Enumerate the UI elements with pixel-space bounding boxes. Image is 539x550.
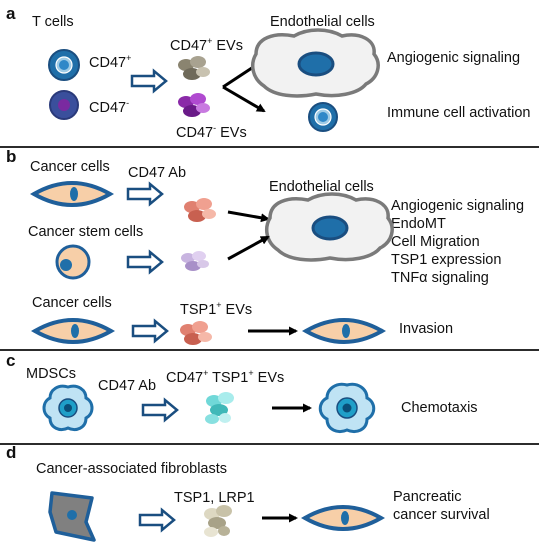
panel-a-label: a xyxy=(6,4,16,23)
chemotaxis-label: Chemotaxis xyxy=(401,400,478,416)
immune-cell xyxy=(308,102,338,132)
effect-tnf-alpha-signaling: TNFα signaling xyxy=(391,270,489,286)
t-cells-label: T cells xyxy=(32,14,74,30)
pancreatic-label-line2: cancer survival xyxy=(393,507,490,523)
divider-c-d xyxy=(0,443,539,445)
endothelial-cell-b xyxy=(264,192,394,262)
angiogenic-signaling-label-a: Angiogenic signaling xyxy=(387,50,521,66)
tsp1-positive-evs-label: TSP1+ EVs xyxy=(180,300,253,319)
cancer-stem-cells-label: Cancer stem cells xyxy=(28,224,144,240)
cd47-positive-label: CD47+ xyxy=(89,53,132,72)
panel-d-label: d xyxy=(6,443,17,462)
invasion-label: Invasion xyxy=(399,321,454,337)
pancreatic-label-line1: Pancreatic xyxy=(393,489,462,505)
ev-cluster-beige xyxy=(204,505,232,537)
ev-cluster-lavender xyxy=(181,251,209,271)
ev-cluster-salmon-b1 xyxy=(184,198,216,222)
endothelial-cells-label-a: Endothelial cells xyxy=(270,14,375,30)
panel-c-label: c xyxy=(6,351,16,370)
cd47-negative-evs-label: CD47- EVs xyxy=(176,123,247,142)
mdscs-label: MDSCs xyxy=(26,366,76,382)
endothelial-cell-a xyxy=(250,28,380,98)
hollow-arrow-b2 xyxy=(126,250,164,274)
ev-cluster-salmon-b2 xyxy=(180,321,212,345)
ev-cluster-cyan xyxy=(205,392,234,424)
hollow-arrow-c xyxy=(141,398,179,422)
caf-label: Cancer-associated fibroblasts xyxy=(36,461,228,477)
cancer-cell-b2 xyxy=(33,318,113,344)
cd47-positive-evs-label: CD47+ EVs xyxy=(170,36,243,55)
effect-angiogenic-signaling: Angiogenic signaling xyxy=(391,198,525,214)
cd47-ab-label-b: CD47 Ab xyxy=(128,165,187,181)
cancer-cells-label-b1: Cancer cells xyxy=(30,159,110,175)
mdsc-cell-recruited xyxy=(318,382,376,434)
invading-cancer-cell xyxy=(304,318,384,344)
cd47-tsp1-evs-label: CD47+ TSP1+ EVs xyxy=(166,368,285,387)
divider-a-b xyxy=(0,146,539,148)
effect-tsp1-expression: TSP1 expression xyxy=(391,252,502,268)
cancer-stem-cell xyxy=(55,244,91,280)
pancreatic-cancer-cell xyxy=(303,505,383,531)
tsp1-lrp1-label: TSP1, LRP1 xyxy=(174,490,255,506)
immune-cell-activation-label: Immune cell activation xyxy=(387,105,531,121)
panel-b-label: b xyxy=(6,147,17,166)
arrow-b2 xyxy=(227,235,270,261)
hollow-arrow-b3 xyxy=(131,319,169,343)
hollow-arrow-a xyxy=(130,69,168,93)
hollow-arrow-d xyxy=(138,508,176,532)
effect-endomt: EndoMT xyxy=(391,216,446,232)
mdsc-cell xyxy=(42,384,94,432)
effect-cell-migration: Cell Migration xyxy=(391,234,480,250)
ev-cluster-purple xyxy=(178,93,210,117)
ev-cluster-gray xyxy=(178,56,210,80)
cancer-cell-b1 xyxy=(32,181,112,207)
cancer-cells-label-b2: Cancer cells xyxy=(32,295,112,311)
cd47-ab-label-c: CD47 Ab xyxy=(98,378,157,394)
endothelial-cells-label-b: Endothelial cells xyxy=(269,179,374,195)
t-cell-cd47-negative xyxy=(49,90,79,120)
hollow-arrow-b1 xyxy=(126,182,164,206)
t-cell-cd47-positive xyxy=(48,49,80,81)
cancer-associated-fibroblast xyxy=(48,491,96,542)
arrow-a-down xyxy=(222,85,266,113)
arrow-b1 xyxy=(227,210,270,223)
cd47-negative-label: CD47- xyxy=(89,98,130,117)
divider-b-c xyxy=(0,349,539,351)
